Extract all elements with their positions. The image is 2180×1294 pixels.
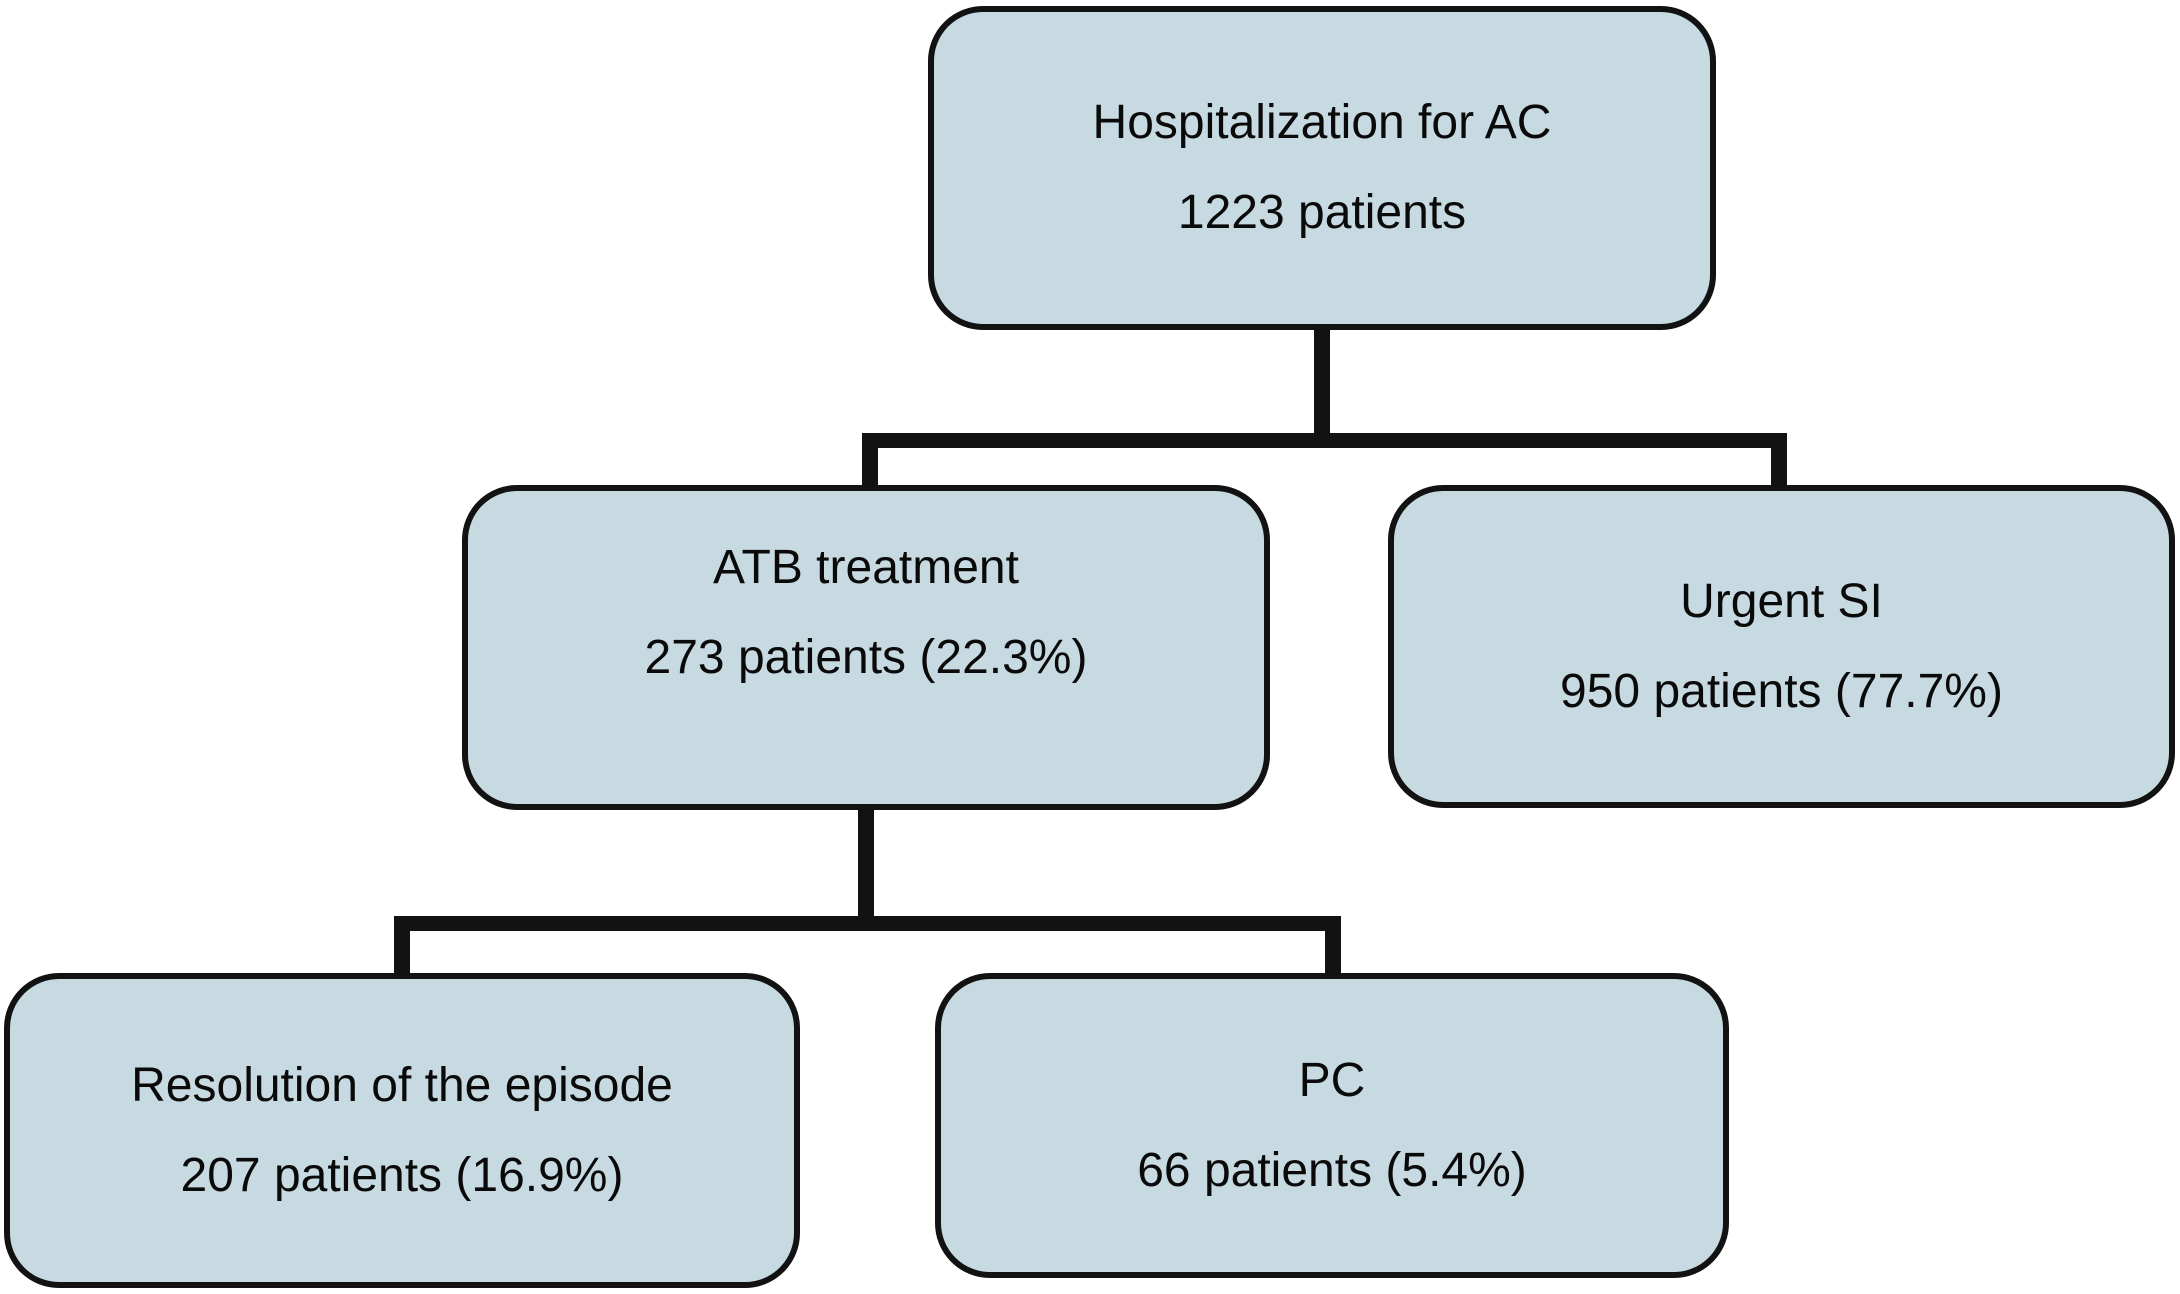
node-hospitalization-label: Hospitalization for AC — [1092, 96, 1552, 149]
connector-level2-drop-pc — [1325, 930, 1341, 978]
node-urgent-si-label: Urgent SI — [1680, 574, 1883, 628]
connector-level1-drop-urgent — [1771, 448, 1787, 490]
node-resolution-stats: 207 patients (16.9%) — [180, 1148, 624, 1202]
node-resolution-label: Resolution of the episode — [131, 1058, 673, 1112]
connector-level2-drop-resolution — [394, 930, 410, 978]
node-pc-label: PC — [1298, 1053, 1366, 1107]
node-urgent-si-stats: 950 patients (77.7%) — [1560, 664, 2003, 718]
connector-level2-rail — [394, 916, 1341, 931]
node-urgent-si: Urgent SI 950 patients (77.7%) — [1388, 485, 2175, 808]
node-resolution-of-episode: Resolution of the episode 207 patients (… — [4, 973, 800, 1288]
node-atb-treatment: ATB treatment 273 patients (22.3%) — [462, 485, 1270, 810]
connector-level1-rail — [862, 433, 1787, 448]
node-atb-label: ATB treatment — [713, 540, 1019, 594]
node-atb-stats: 273 patients (22.3%) — [644, 630, 1088, 684]
node-hospitalization-for-ac: Hospitalization for AC 1223 patients — [928, 6, 1716, 330]
node-pc: PC 66 patients (5.4%) — [935, 973, 1729, 1278]
connector-atb-stem — [858, 808, 874, 930]
node-pc-stats: 66 patients (5.4%) — [1137, 1143, 1527, 1197]
connector-level1-drop-atb — [862, 448, 878, 490]
node-hospitalization-stats: 1223 patients — [1177, 186, 1467, 239]
connector-root-stem — [1314, 328, 1330, 448]
